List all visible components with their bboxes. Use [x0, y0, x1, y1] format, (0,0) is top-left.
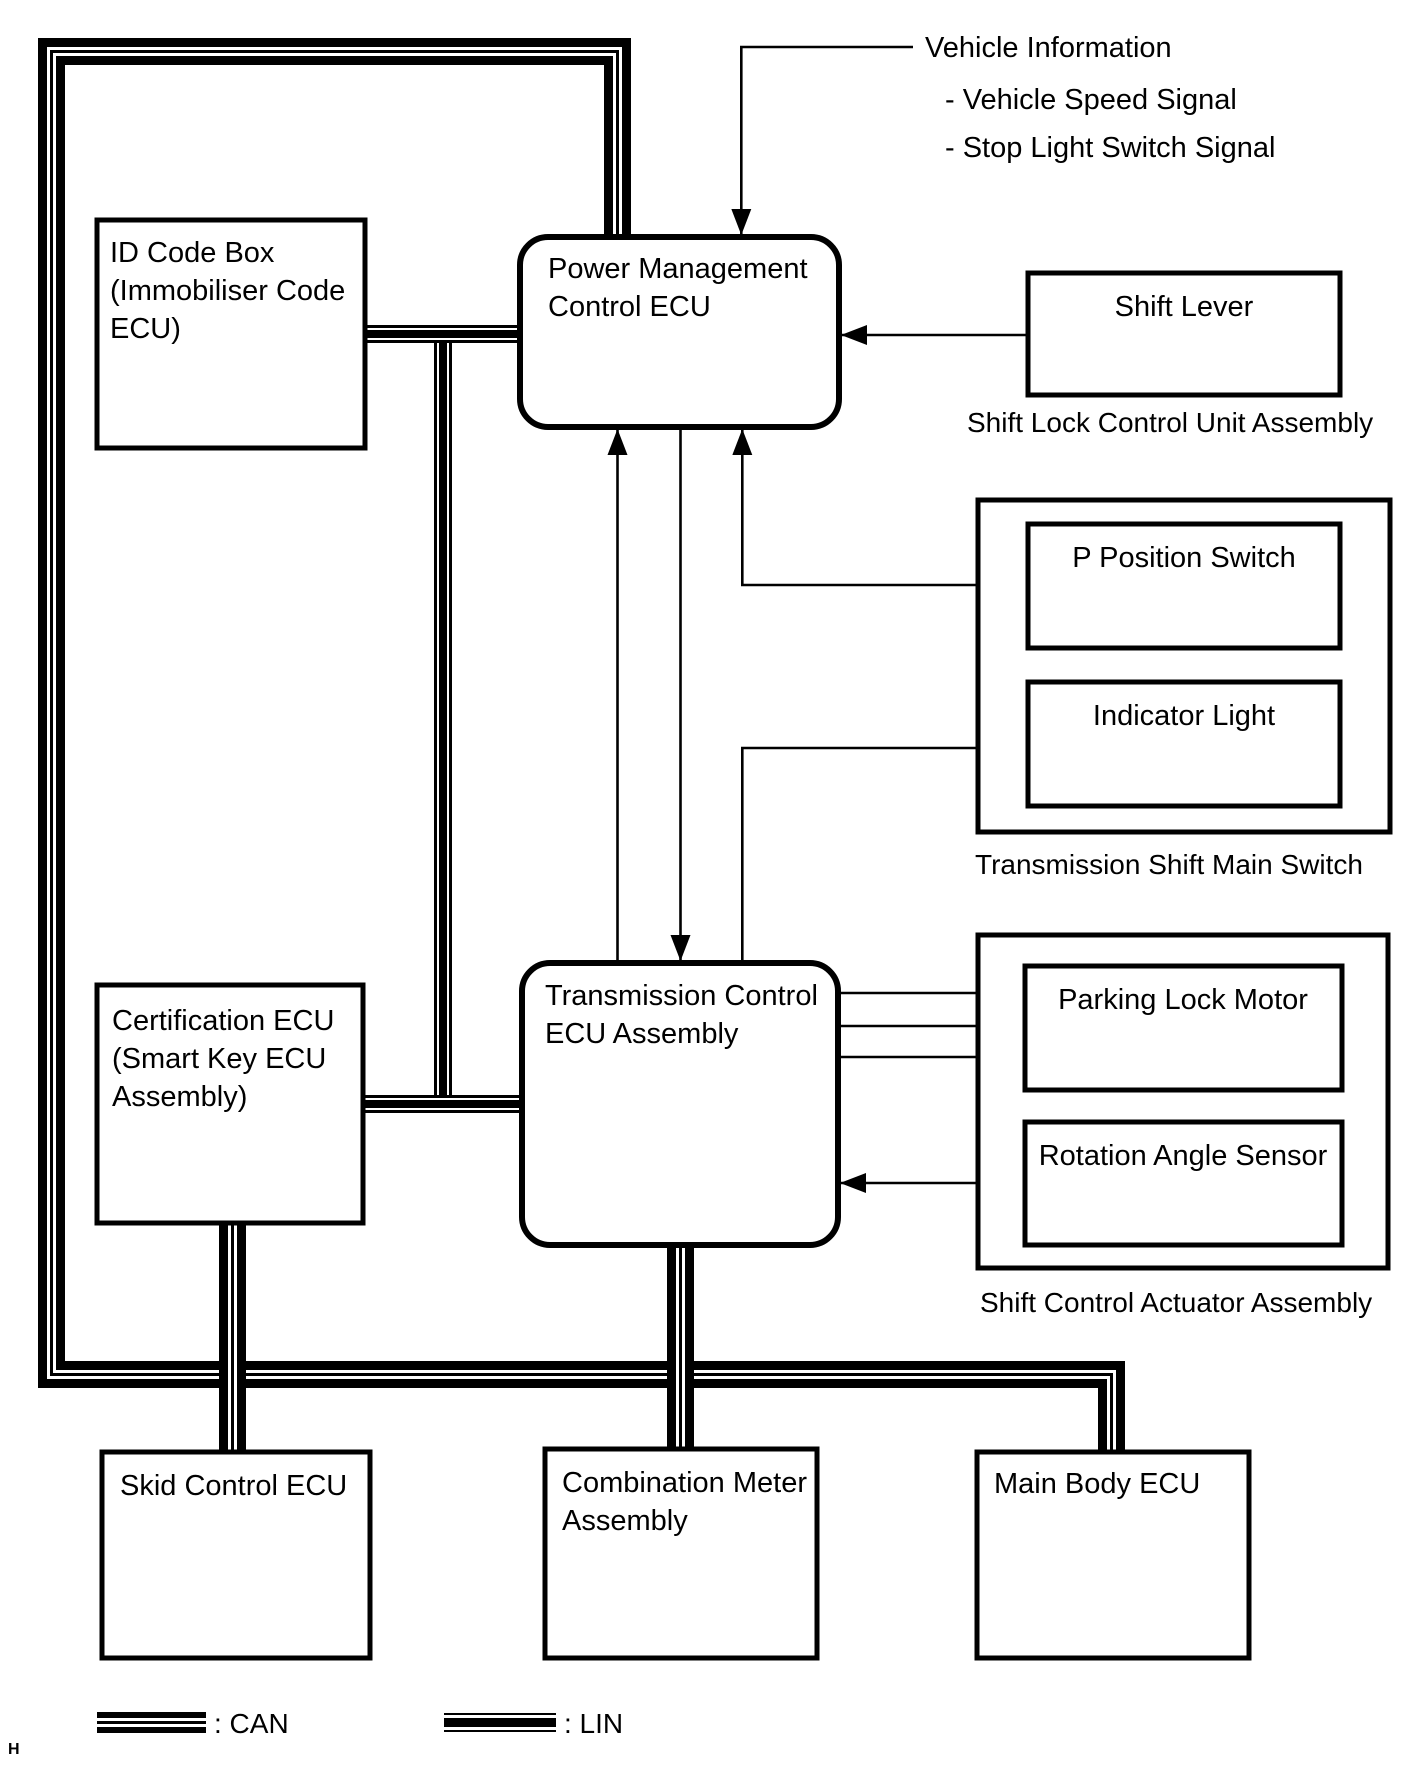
skid-control-ecu-label: Skid Control ECU [120, 1470, 347, 1502]
power-management-ecu-box [517, 234, 842, 430]
shift-lock-control-unit-assembly-label: Shift Lock Control Unit Assembly [967, 407, 1373, 438]
parking-lock-motor-box [1022, 963, 1345, 1093]
id-code-box-label-line1: ID Code Box [110, 237, 275, 269]
parking-lock-motor-label: Parking Lock Motor [1058, 984, 1308, 1016]
shift-lever-label: Shift Lever [1115, 291, 1254, 323]
transmission-shift-main-switch-label: Transmission Shift Main Switch [975, 849, 1363, 880]
transmission-control-ecu-label-line2: ECU Assembly [545, 1018, 739, 1050]
certification-ecu-label-line1: Certification ECU [112, 1005, 334, 1037]
legend: : CAN : LIN [97, 1708, 623, 1739]
indicator-light-label: Indicator Light [1093, 700, 1275, 732]
id-code-box-label-line2: (Immobiliser Code [110, 275, 345, 307]
power-management-ecu-label-line1: Power Management [548, 253, 808, 285]
legend-lin-label: : LIN [564, 1708, 623, 1739]
vehicle-information-label: Vehicle Information [925, 32, 1172, 64]
legend-can-label: : CAN [214, 1708, 289, 1739]
skid-control-ecu-box [99, 1449, 373, 1661]
transmission-control-ecu-box [519, 960, 841, 1248]
transmission-control-ecu-label-line1: Transmission Control [545, 980, 818, 1012]
certification-ecu-label-line2: (Smart Key ECU [112, 1043, 326, 1075]
combination-meter-box [542, 1446, 820, 1661]
can-bus-trunk [38, 38, 1125, 1452]
rotation-angle-sensor-label: Rotation Angle Sensor [1039, 1140, 1328, 1172]
p-position-switch-label: P Position Switch [1072, 542, 1296, 574]
page-mark: H [8, 1741, 20, 1758]
stop-light-switch-signal-label: - Stop Light Switch Signal [945, 132, 1275, 164]
power-management-ecu-label-line2: Control ECU [548, 291, 711, 323]
certification-ecu-label-line3: Assembly) [112, 1081, 247, 1113]
certification-ecu-box [94, 982, 366, 1226]
arrow-vehicle-information-to-pm-ecu [731, 45, 913, 235]
main-body-ecu-label: Main Body ECU [994, 1468, 1200, 1500]
rotation-angle-sensor-box [1022, 1119, 1345, 1248]
main-body-ecu-box [974, 1449, 1252, 1661]
indicator-light-box [1025, 679, 1343, 809]
id-code-box [94, 217, 368, 451]
id-code-box-label-line3: ECU) [110, 313, 181, 345]
combination-meter-label-line1: Combination Meter [562, 1467, 807, 1499]
combination-meter-label-line2: Assembly [562, 1505, 688, 1537]
shift-lever-box [1025, 270, 1343, 398]
vehicle-speed-signal-label: - Vehicle Speed Signal [945, 84, 1237, 116]
arrow-tcu-to-indicator-light [741, 738, 1023, 963]
shift-control-actuator-assembly-label: Shift Control Actuator Assembly [980, 1287, 1372, 1318]
p-position-switch-box [1025, 521, 1343, 651]
arrow-p-position-switch-to-pm-ecu [732, 429, 1028, 587]
